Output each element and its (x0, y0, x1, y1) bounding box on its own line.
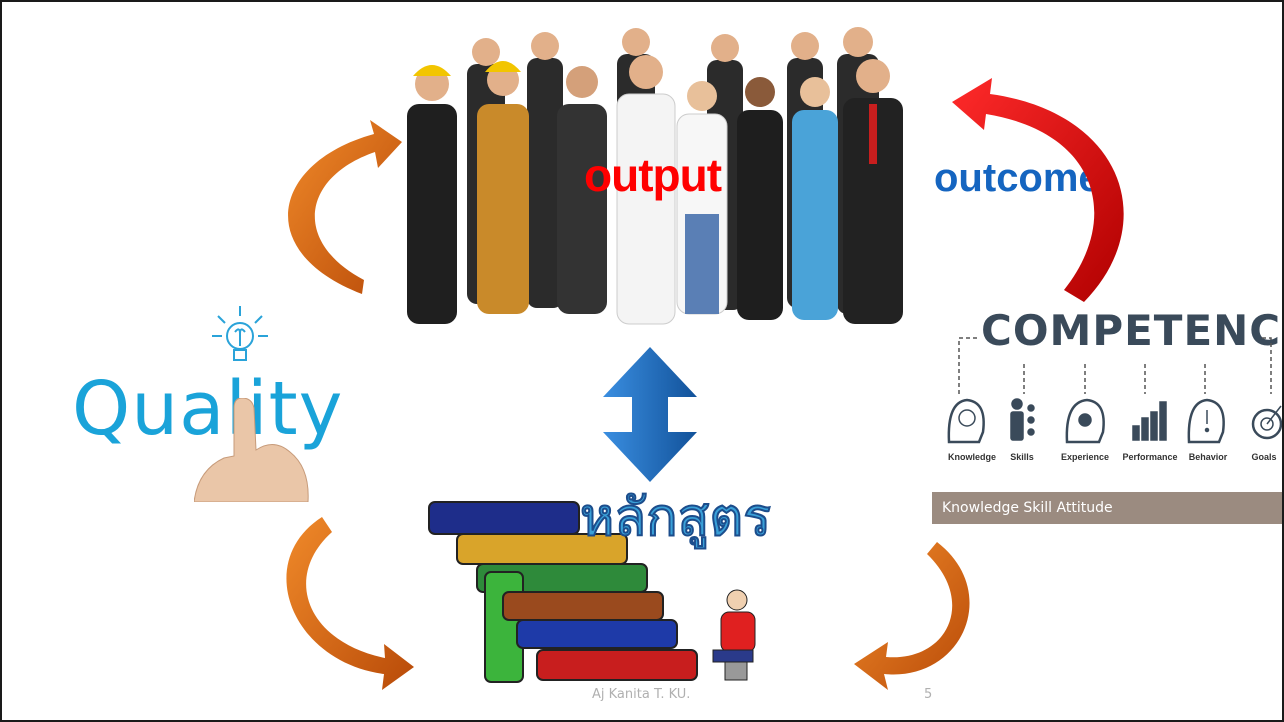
competence-lines (947, 337, 1282, 444)
student-figure (712, 589, 756, 681)
page-number: 5 (924, 687, 933, 702)
brain-head-icon (947, 398, 985, 444)
output-label: output (584, 149, 722, 201)
competence-item-experience: Experience (1060, 452, 1110, 462)
double-arrow-vertical (603, 347, 697, 482)
outcomes-label-main: outcome (934, 156, 1101, 200)
person-checklist-icon (1010, 398, 1035, 441)
competence-graphic: COMPETENCE Knowledge Skills Experience (937, 302, 1284, 502)
outcomes-label: outcomes (934, 158, 1115, 198)
workers-group-image (407, 27, 903, 325)
worker-figures (407, 27, 903, 325)
curved-arrow-top-left (288, 120, 402, 294)
footer-author: Aj Kanita T. KU. (592, 687, 691, 702)
bar-chart-icon (1132, 401, 1167, 441)
competence-item-knowledge: Knowledge (947, 452, 996, 462)
competence-item-performance: Performance (1122, 452, 1178, 462)
target-icon (1251, 405, 1282, 440)
competence-title: COMPETENCE (981, 306, 1284, 355)
gear-head-icon (1065, 398, 1105, 444)
curriculum-graphic: หลักสูตร (407, 472, 837, 710)
book-stack-image (428, 501, 756, 683)
quality-text: Quality (72, 366, 344, 452)
ksa-band: Knowledge Skill Attitude (932, 492, 1282, 524)
lightbulb-icon (212, 306, 268, 361)
curved-arrow-bottom-right (854, 542, 970, 690)
quality-graphic: Quality (72, 302, 372, 502)
curriculum-title: หลักสูตร (579, 488, 772, 548)
curved-arrow-bottom-left (286, 517, 414, 690)
competence-item-behavior: Behavior (1188, 452, 1228, 462)
ksa-text: Knowledge Skill Attitude (942, 500, 1113, 516)
curved-arrow-red-right (952, 78, 1124, 302)
competence-item-goals: Goals (1251, 452, 1277, 462)
pointing-hand-icon (194, 398, 309, 502)
competence-item-skills: Skills (1010, 452, 1034, 462)
exclamation-head-icon (1187, 398, 1225, 444)
